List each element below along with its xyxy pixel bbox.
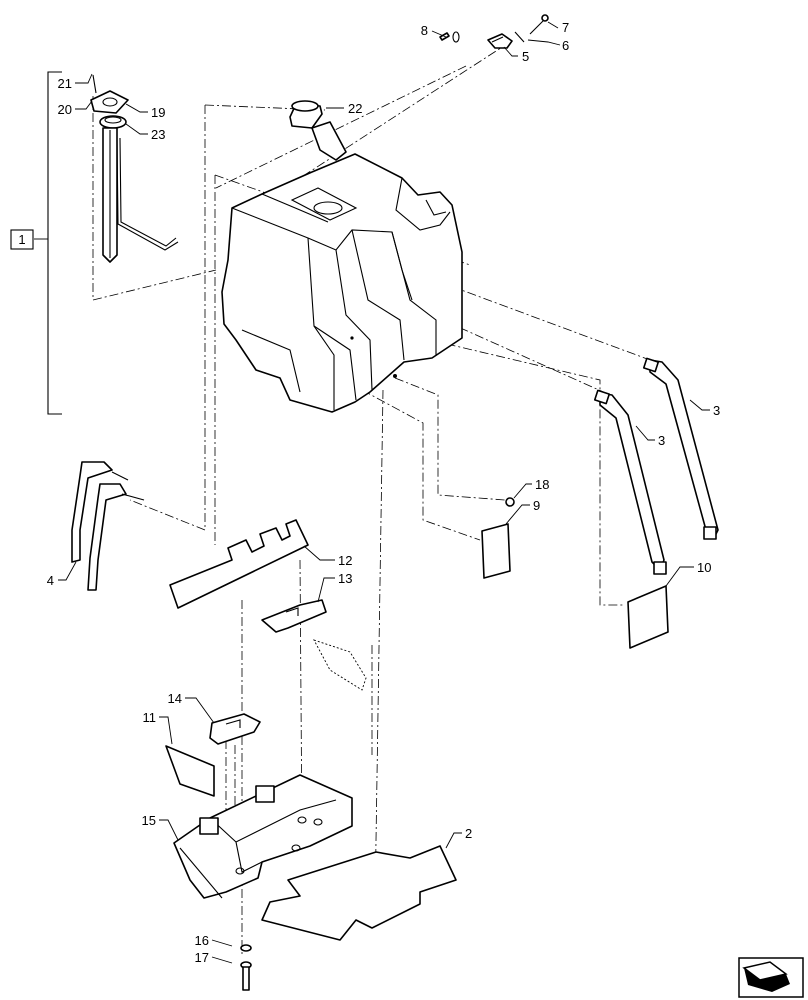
fuel-sender-assembly	[90, 74, 179, 263]
bracket-15	[173, 774, 353, 899]
callout-19: 19	[151, 105, 165, 120]
nut-18	[505, 497, 515, 507]
pad-2	[261, 845, 457, 941]
pad-12	[169, 519, 309, 609]
pad-10	[627, 585, 669, 649]
pad-14	[209, 713, 261, 745]
callout-8: 8	[421, 23, 428, 38]
front-straps	[71, 461, 145, 591]
callout-10: 10	[697, 560, 711, 575]
pad-11	[165, 745, 215, 797]
filler-cap	[289, 100, 347, 161]
dotted-plate	[313, 639, 367, 691]
pad-9	[481, 523, 511, 579]
callout-9: 9	[533, 498, 540, 513]
callout-7: 7	[562, 20, 569, 35]
callout-3-right: 3	[713, 403, 720, 418]
callout-12: 12	[338, 553, 352, 568]
callout-23: 23	[151, 127, 165, 142]
pad-13	[261, 599, 327, 633]
group-label: 1	[18, 232, 25, 247]
callouts: 8 7 6 5 21 20 19 23 22 3 3 18 9 10 4 12 …	[47, 20, 720, 965]
callout-16: 16	[195, 933, 209, 948]
callout-21: 21	[58, 76, 72, 91]
callout-3-left: 3	[658, 433, 665, 448]
top-hardware	[439, 14, 549, 49]
callout-22: 22	[348, 101, 362, 116]
tank-strap-right	[642, 357, 719, 540]
callout-20: 20	[58, 102, 72, 117]
assembly-group-bracket: 1	[10, 71, 62, 415]
tank-strap-left	[593, 389, 667, 575]
view-orientation-icon[interactable]	[738, 957, 804, 998]
bolt-17	[240, 961, 252, 991]
callout-17: 17	[195, 950, 209, 965]
callout-18: 18	[535, 477, 549, 492]
callout-15: 15	[142, 813, 156, 828]
callout-2: 2	[465, 826, 472, 841]
bracket-5	[487, 33, 513, 49]
sender-gasket	[90, 90, 129, 114]
callout-4: 4	[47, 573, 54, 588]
washer-16	[240, 944, 252, 952]
sender-flange	[99, 115, 127, 129]
group-label-box	[10, 229, 34, 250]
bolt-7	[541, 14, 549, 22]
callout-11: 11	[143, 710, 157, 725]
callout-5: 5	[522, 49, 529, 64]
leader-lines	[58, 21, 710, 964]
fuel-tank	[221, 153, 463, 413]
filler-neck	[311, 121, 347, 161]
callout-13: 13	[338, 571, 352, 586]
callout-14: 14	[168, 691, 182, 706]
callout-6: 6	[562, 38, 569, 53]
